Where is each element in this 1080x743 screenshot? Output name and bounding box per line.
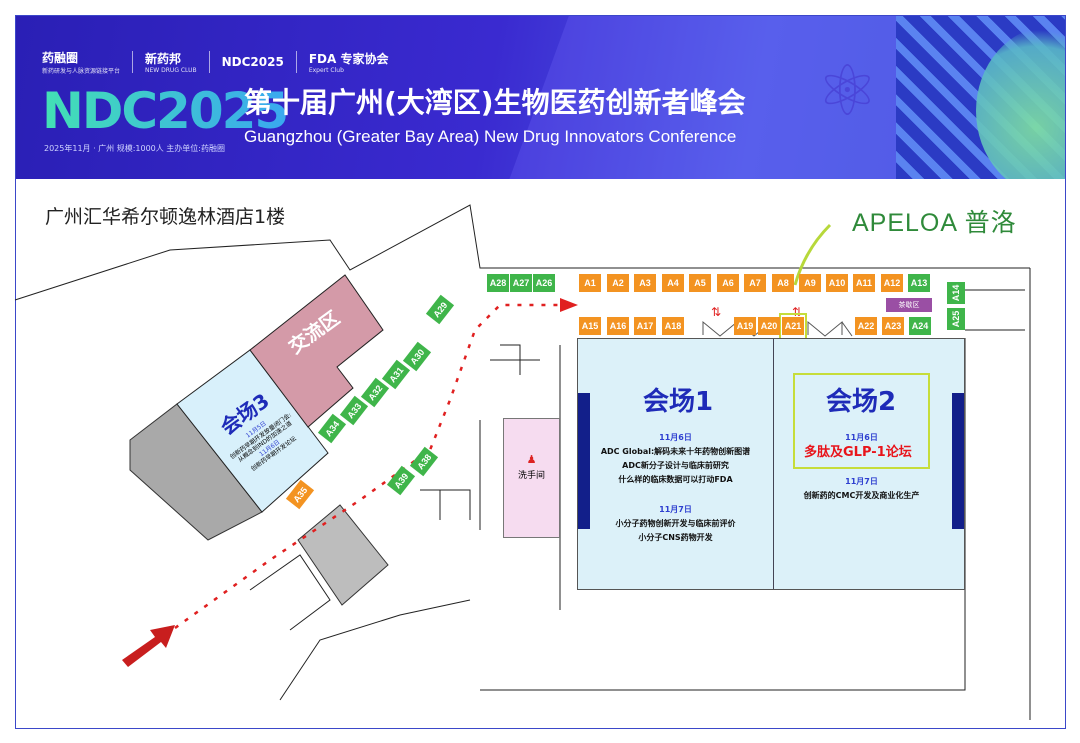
booth[interactable]: A27 <box>510 274 532 292</box>
booth[interactable]: A22 <box>855 317 877 335</box>
booth[interactable]: A4 <box>662 274 684 292</box>
hall-divider <box>773 339 774 589</box>
booth[interactable]: A2 <box>607 274 629 292</box>
hall1-session: 什么样的临床数据可以打动FDA <box>618 475 733 484</box>
page-frame <box>15 15 1066 729</box>
restroom-icon: ♟ <box>526 453 537 466</box>
booth[interactable]: A9 <box>799 274 821 292</box>
restroom-label: 洗手间 <box>517 471 545 481</box>
title-chinese: 第十届广州(大湾区)生物医药创新者峰会 <box>244 86 746 119</box>
booth[interactable]: A20 <box>758 317 780 335</box>
elevator-icon: ⇅ <box>711 305 721 319</box>
booth[interactable]: A15 <box>579 317 601 335</box>
hall2-date: 11月7日 <box>845 477 878 486</box>
booth[interactable]: A13 <box>908 274 930 292</box>
booth[interactable]: A18 <box>662 317 684 335</box>
hall3-area <box>176 349 329 513</box>
hall1-session: ADC Global:解码未来十年药物创新图谱 <box>600 447 751 456</box>
grey-block-2 <box>297 504 389 606</box>
booth[interactable]: A3 <box>634 274 656 292</box>
restroom: ♟ 洗手间 <box>503 418 560 538</box>
entrance-arrow-icon <box>122 625 175 667</box>
stage-left <box>578 393 590 529</box>
hall1-session: 小分子药物创新开发与临床前评价 <box>615 519 736 528</box>
stage-right <box>952 393 964 529</box>
hall2-highlight-session: 多肽及GLP-1论坛 <box>804 445 912 460</box>
path-arrow-icon <box>560 298 578 312</box>
grey-block-1 <box>129 403 263 541</box>
booth[interactable]: A16 <box>607 317 629 335</box>
booth[interactable]: A14 <box>947 282 965 304</box>
booth[interactable]: A6 <box>717 274 739 292</box>
booth[interactable]: A25 <box>947 308 965 330</box>
booth[interactable]: A11 <box>853 274 875 292</box>
hall2-session: 创新药的CMC开发及商业化生产 <box>803 491 920 500</box>
booth[interactable]: A26 <box>533 274 555 292</box>
logo-ndc: NDC2025 <box>221 55 284 69</box>
booth[interactable]: A1 <box>579 274 601 292</box>
logo-yaorongquan: 药融圈新药研发与人脉资源链接平台 <box>42 51 121 75</box>
booth[interactable]: A19 <box>734 317 756 335</box>
booth-a21[interactable]: A21 <box>782 317 804 335</box>
booth[interactable]: A8 <box>772 274 794 292</box>
title-english: Guangzhou (Greater Bay Area) New Drug In… <box>244 127 737 146</box>
exchange-area <box>249 274 384 428</box>
venue-name: 广州汇华希尔顿逸林酒店1楼 <box>45 206 286 228</box>
hall2-title: 会场2 <box>825 387 897 417</box>
hall1-session: ADC新分子设计与临床前研究 <box>622 461 729 470</box>
hall1-title: 会场1 <box>642 387 714 417</box>
booth[interactable]: A7 <box>744 274 766 292</box>
booth[interactable]: A28 <box>487 274 509 292</box>
booth[interactable]: A5 <box>689 274 711 292</box>
atom-icon: ⚛ <box>816 50 879 132</box>
event-logo: NDC2025 <box>42 82 289 140</box>
main-hall: 会场1 11月6日 ADC Global:解码未来十年药物创新图谱 ADC新分子… <box>577 338 965 590</box>
tea-break-area: 茶歇区 <box>886 298 932 312</box>
booth[interactable]: A24 <box>909 317 931 335</box>
booth[interactable]: A12 <box>881 274 903 292</box>
hall1-date: 11月7日 <box>659 505 692 514</box>
booth[interactable]: A23 <box>882 317 904 335</box>
hall1-date: 11月6日 <box>659 433 692 442</box>
booth[interactable]: A10 <box>826 274 848 292</box>
booth[interactable]: A17 <box>634 317 656 335</box>
sponsor-logo: APELOA 普洛 <box>852 209 1017 237</box>
hall1-session: 小分子CNS药物开发 <box>638 533 713 542</box>
elevator-icon: ⇅ <box>792 305 802 319</box>
hall2-date: 11月6日 <box>845 433 878 442</box>
event-info: 2025年11月 · 广州 规模:1000人 主办单位:药融圈 <box>44 144 226 153</box>
hall2-highlight <box>793 373 930 469</box>
